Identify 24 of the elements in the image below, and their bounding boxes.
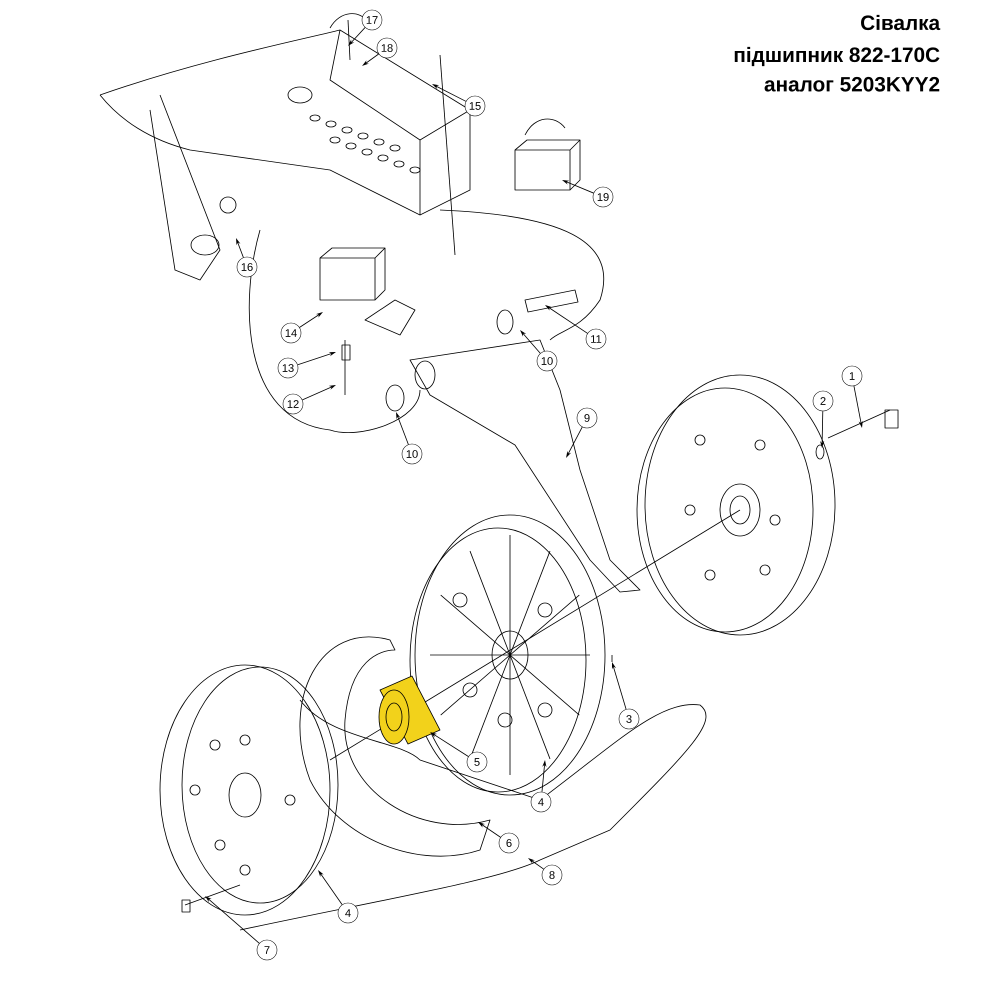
callout-number: 19 bbox=[592, 186, 614, 208]
callout-number: 4 bbox=[530, 792, 552, 812]
callout-number: 15 bbox=[464, 96, 486, 116]
callout-number: 4 bbox=[338, 902, 358, 924]
callout-number: 6 bbox=[498, 832, 520, 854]
callout-number: 10 bbox=[402, 444, 422, 464]
callout-number: 16 bbox=[236, 256, 258, 278]
callout-number: 18 bbox=[376, 38, 398, 58]
callout-number: 8 bbox=[542, 864, 562, 886]
callout-number: 9 bbox=[576, 408, 598, 428]
callout-number: 5 bbox=[466, 752, 488, 772]
spec-text: аналог 5203KYY2 bbox=[764, 76, 940, 92]
callout-number: 1 bbox=[842, 366, 862, 386]
spec-text: підшипник 822-170C bbox=[734, 46, 940, 66]
callout-number: 14 bbox=[280, 322, 302, 344]
callout-number: 10 bbox=[536, 350, 558, 372]
callout-number: 7 bbox=[256, 940, 278, 960]
callout-number: 17 bbox=[362, 10, 382, 30]
title-text: Сівалка bbox=[861, 14, 940, 30]
callout-number: 12 bbox=[282, 394, 304, 414]
callout-number: 13 bbox=[278, 358, 298, 378]
callout-number: 3 bbox=[618, 708, 640, 730]
callout-number: 2 bbox=[812, 390, 834, 412]
callout-number: 11 bbox=[586, 328, 606, 350]
